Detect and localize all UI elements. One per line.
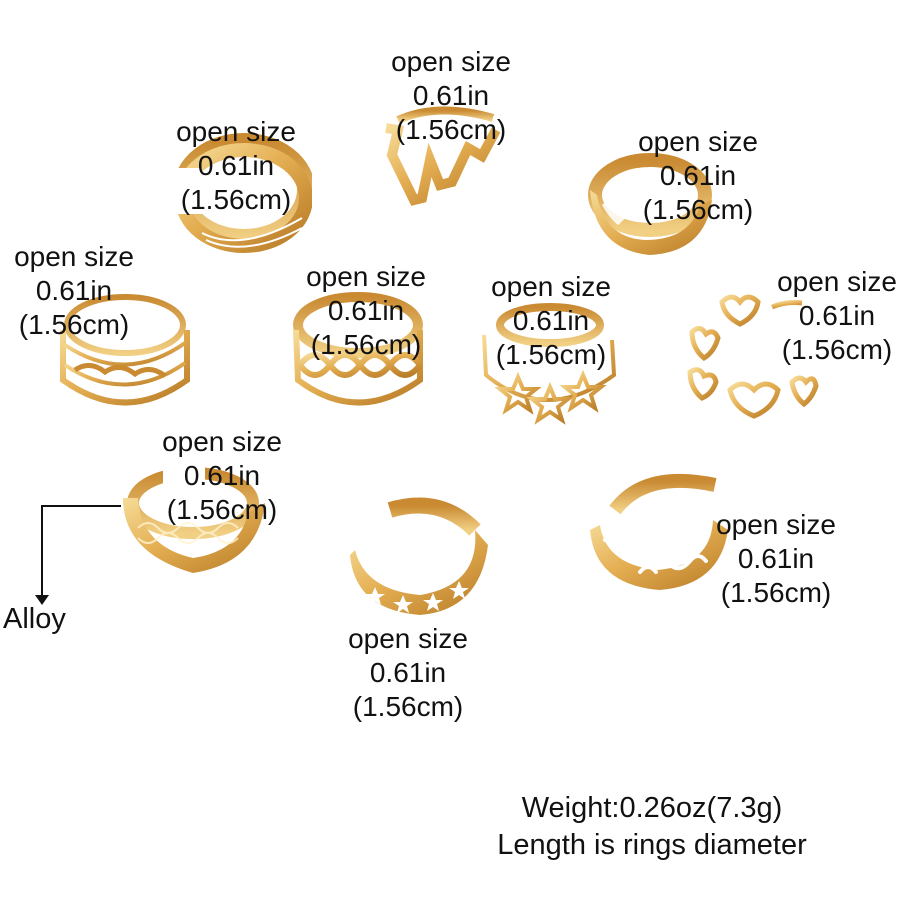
- label-inches: 0.61in: [197, 150, 275, 181]
- label-inches: 0.61in: [737, 543, 815, 574]
- label-inches: 0.61in: [798, 300, 876, 331]
- weight-text: Weight:0.26oz(7.3g): [521, 792, 783, 824]
- alloy-callout-line-vertical: [41, 505, 43, 595]
- label-cm: (1.56cm): [495, 339, 607, 370]
- ring-label: open size 0.61in (1.56cm): [391, 45, 511, 147]
- label-open-size: open size: [777, 266, 897, 297]
- ring-wide-plain: [580, 145, 720, 265]
- arrow-down-icon: [35, 595, 49, 605]
- label-open-size: open size: [638, 126, 758, 157]
- ring-label: open size 0.61in (1.56cm): [176, 115, 296, 217]
- ring-stars-image: [482, 303, 617, 425]
- ring-triple-band: [172, 128, 312, 258]
- ring-triple-band-image: [172, 133, 312, 253]
- ring-label: open size 0.61in (1.56cm): [638, 125, 758, 227]
- ring-flame-band-image: [60, 294, 190, 406]
- label-cm: (1.56cm): [180, 184, 292, 215]
- ring-label: open size 0.61in (1.56cm): [306, 260, 426, 362]
- ring-flame-band: [55, 280, 195, 415]
- label-open-size: open size: [162, 426, 282, 457]
- label-cm: (1.56cm): [720, 577, 832, 608]
- ring-label: open size 0.61in (1.56cm): [716, 508, 836, 610]
- ring-label: open size 0.61in (1.56cm): [777, 265, 897, 367]
- label-cm: (1.56cm): [310, 329, 422, 360]
- label-inches: 0.61in: [35, 275, 113, 306]
- label-cm: (1.56cm): [395, 114, 507, 145]
- label-open-size: open size: [348, 623, 468, 654]
- ring-hearts: [682, 282, 832, 422]
- label-cm: (1.56cm): [781, 334, 893, 365]
- ring-label: open size 0.61in (1.56cm): [14, 240, 134, 342]
- ring-label: open size 0.61in (1.56cm): [348, 622, 468, 724]
- label-inches: 0.61in: [369, 657, 447, 688]
- label-cm: (1.56cm): [352, 691, 464, 722]
- label-inches: 0.61in: [659, 160, 737, 191]
- label-open-size: open size: [14, 241, 134, 272]
- product-specs: Weight:0.26oz(7.3g) Length is rings diam…: [497, 790, 807, 864]
- ring-hearts-image: [687, 294, 819, 419]
- ring-wave-cutout-image: [590, 473, 728, 590]
- ring-star-cutout: [345, 495, 490, 630]
- ring-stars: [478, 295, 618, 425]
- ring-star-cutout-image: [350, 497, 488, 615]
- ring-lattice-image: [293, 292, 423, 406]
- material-label: Alloy: [3, 603, 66, 635]
- ring-zigzag-image: [385, 106, 501, 206]
- alloy-callout-line-horizontal: [41, 505, 121, 507]
- label-inches: 0.61in: [327, 295, 405, 326]
- ring-wide-plain-image: [588, 153, 712, 255]
- label-inches: 0.61in: [512, 305, 590, 336]
- label-open-size: open size: [716, 509, 836, 540]
- ring-wave-cutout: [585, 470, 735, 605]
- label-inches: 0.61in: [183, 460, 261, 491]
- ring-label: open size 0.61in (1.56cm): [162, 425, 282, 527]
- label-cm: (1.56cm): [642, 194, 754, 225]
- ring-lattice: [286, 285, 431, 420]
- ring-braided-image: [123, 458, 265, 573]
- label-open-size: open size: [176, 116, 296, 147]
- label-inches: 0.61in: [412, 80, 490, 111]
- ring-braided: [118, 458, 268, 588]
- label-open-size: open size: [491, 271, 611, 302]
- label-open-size: open size: [391, 46, 511, 77]
- ring-zigzag: [378, 100, 508, 215]
- label-cm: (1.56cm): [166, 494, 278, 525]
- label-open-size: open size: [306, 261, 426, 292]
- ring-label: open size 0.61in (1.56cm): [491, 270, 611, 372]
- diameter-note: Length is rings diameter: [497, 829, 807, 861]
- label-cm: (1.56cm): [18, 309, 130, 340]
